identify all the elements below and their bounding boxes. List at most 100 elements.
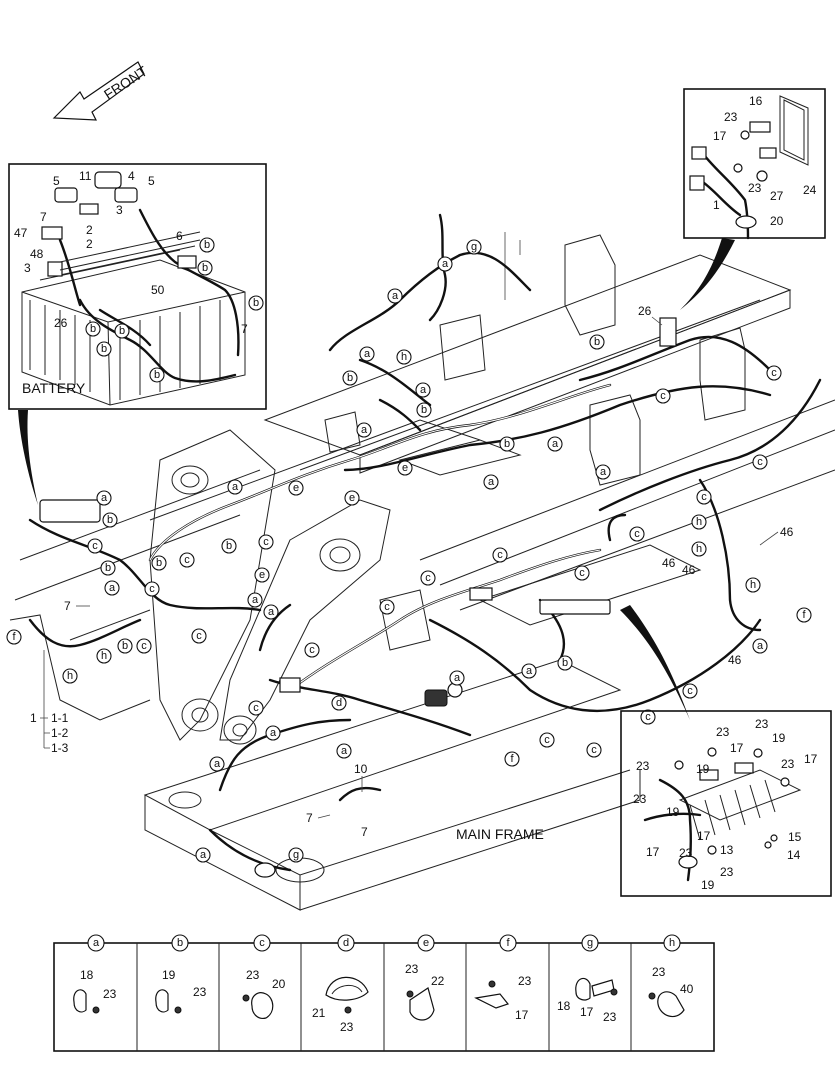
callout-46-d: 46 <box>728 653 742 667</box>
svg-text:h: h <box>101 650 107 662</box>
callout-46-a: 46 <box>780 525 794 539</box>
battery-clamp-markers: b b b b b b b <box>85 237 264 383</box>
battery-callout-6: 6 <box>176 229 183 243</box>
callout-46-c: 46 <box>682 563 696 577</box>
relay-callout-17a: 17 <box>730 741 744 755</box>
svg-text:b: b <box>156 557 162 569</box>
legend-b-part-2: 23 <box>193 985 207 999</box>
bracket-callout-1: 1 <box>713 198 720 212</box>
svg-text:c: c <box>141 640 147 652</box>
legend-g-part-1: 18 <box>557 999 571 1013</box>
svg-text:c: c <box>309 644 315 656</box>
relay-callout-23a: 23 <box>716 725 730 739</box>
svg-text:h: h <box>401 351 407 363</box>
legend-key-e: e <box>423 937 429 949</box>
svg-text:c: c <box>263 536 269 548</box>
callout-1-3: 1-3 <box>51 741 69 755</box>
relay-callout-23d: 23 <box>781 757 795 771</box>
legend-f-part-2: 17 <box>515 1008 529 1022</box>
legend-cell-e: e 23 22 <box>405 934 445 1021</box>
svg-text:a: a <box>552 438 559 450</box>
battery-callout-3b: 3 <box>24 261 31 275</box>
battery-callout-5a: 5 <box>53 174 60 188</box>
callout-1-1: 1-1 <box>51 711 69 725</box>
svg-text:a: a <box>454 672 461 684</box>
callout-10: 10 <box>354 762 368 776</box>
legend-b-part-1: 19 <box>162 968 176 982</box>
svg-text:a: a <box>392 290 399 302</box>
svg-text:a: a <box>232 481 239 493</box>
svg-text:a: a <box>200 849 207 861</box>
svg-text:c: c <box>196 630 202 642</box>
svg-text:b: b <box>421 404 427 416</box>
battery-callout-2a: 2 <box>86 223 93 237</box>
svg-text:b: b <box>347 372 353 384</box>
bracket-callout-27: 27 <box>770 189 784 203</box>
svg-text:a: a <box>526 665 533 677</box>
legend-h-part-2: 40 <box>680 982 694 996</box>
legend-cell-d: d 21 23 <box>312 934 369 1034</box>
legend-key-g: g <box>587 937 593 949</box>
svg-text:f: f <box>510 753 514 765</box>
svg-text:c: c <box>384 601 390 613</box>
svg-text:e: e <box>259 569 265 581</box>
svg-text:a: a <box>442 258 449 270</box>
relay-leader <box>620 605 690 720</box>
svg-text:c: c <box>149 583 155 595</box>
svg-text:c: c <box>687 685 693 697</box>
relay-callout-19a: 19 <box>772 731 786 745</box>
svg-text:c: c <box>634 528 640 540</box>
legend-cell-b: b 19 23 <box>155 934 207 1014</box>
svg-text:a: a <box>109 582 116 594</box>
legend-g-part-2: 17 <box>580 1005 594 1019</box>
legend-a-part-2: 23 <box>103 987 117 1001</box>
battery-callout-5b: 5 <box>148 174 155 188</box>
battery-callout-26: 26 <box>54 316 68 330</box>
relay-callout-17d: 17 <box>646 845 660 859</box>
callout-26-main: 26 <box>638 304 652 318</box>
battery-callout-48: 48 <box>30 247 44 261</box>
svg-text:a: a <box>364 348 371 360</box>
callout-7-b: 7 <box>306 811 313 825</box>
svg-text:h: h <box>696 543 702 555</box>
legend-a-part-1: 18 <box>80 968 94 982</box>
svg-text:b: b <box>202 262 208 274</box>
svg-text:a: a <box>268 606 275 618</box>
svg-text:b: b <box>226 540 232 552</box>
bracket-inset: 16 23 17 23 27 24 1 20 <box>683 88 826 240</box>
main-callouts: 26 46 46 46 46 7 7 7 10 1 1-1 1-2 1-3 MA… <box>30 304 794 842</box>
legend-f-part-1: 23 <box>518 974 532 988</box>
svg-text:c: c <box>645 711 651 723</box>
bracket-callout-23b: 23 <box>748 181 762 195</box>
svg-text:b: b <box>562 657 568 669</box>
callout-1-2: 1-2 <box>51 726 69 740</box>
clamp-markers: a b c b a a e e e b e c c b c b c c h a … <box>6 239 812 863</box>
battery-callout-11: 11 <box>79 169 92 183</box>
wire-harness <box>28 213 822 878</box>
relay-callout-17b: 17 <box>804 752 818 766</box>
bracket-leader <box>680 238 735 310</box>
svg-text:d: d <box>336 697 342 709</box>
callout-7-a: 7 <box>64 599 71 613</box>
legend-key-f: f <box>506 937 510 949</box>
svg-text:c: c <box>184 554 190 566</box>
relay-callout-23f: 23 <box>679 846 693 860</box>
svg-text:a: a <box>101 492 108 504</box>
svg-text:c: c <box>757 456 763 468</box>
svg-text:a: a <box>341 745 348 757</box>
svg-text:h: h <box>696 516 702 528</box>
relay-callout-17c: 17 <box>697 829 711 843</box>
svg-text:g: g <box>471 241 477 253</box>
legend-h-part-1: 23 <box>652 965 666 979</box>
legend-key-a: a <box>93 937 100 949</box>
bracket-callout-23a: 23 <box>724 110 738 124</box>
svg-text:e: e <box>293 482 299 494</box>
relay-callout-19b: 19 <box>696 762 710 776</box>
svg-text:b: b <box>504 438 510 450</box>
battery-leader <box>18 410 38 505</box>
legend-key-d: d <box>343 937 349 949</box>
svg-text:c: c <box>591 744 597 756</box>
legend-cell-c: c 23 20 <box>242 934 286 1019</box>
front-arrow-icon: FRONT <box>52 61 150 121</box>
